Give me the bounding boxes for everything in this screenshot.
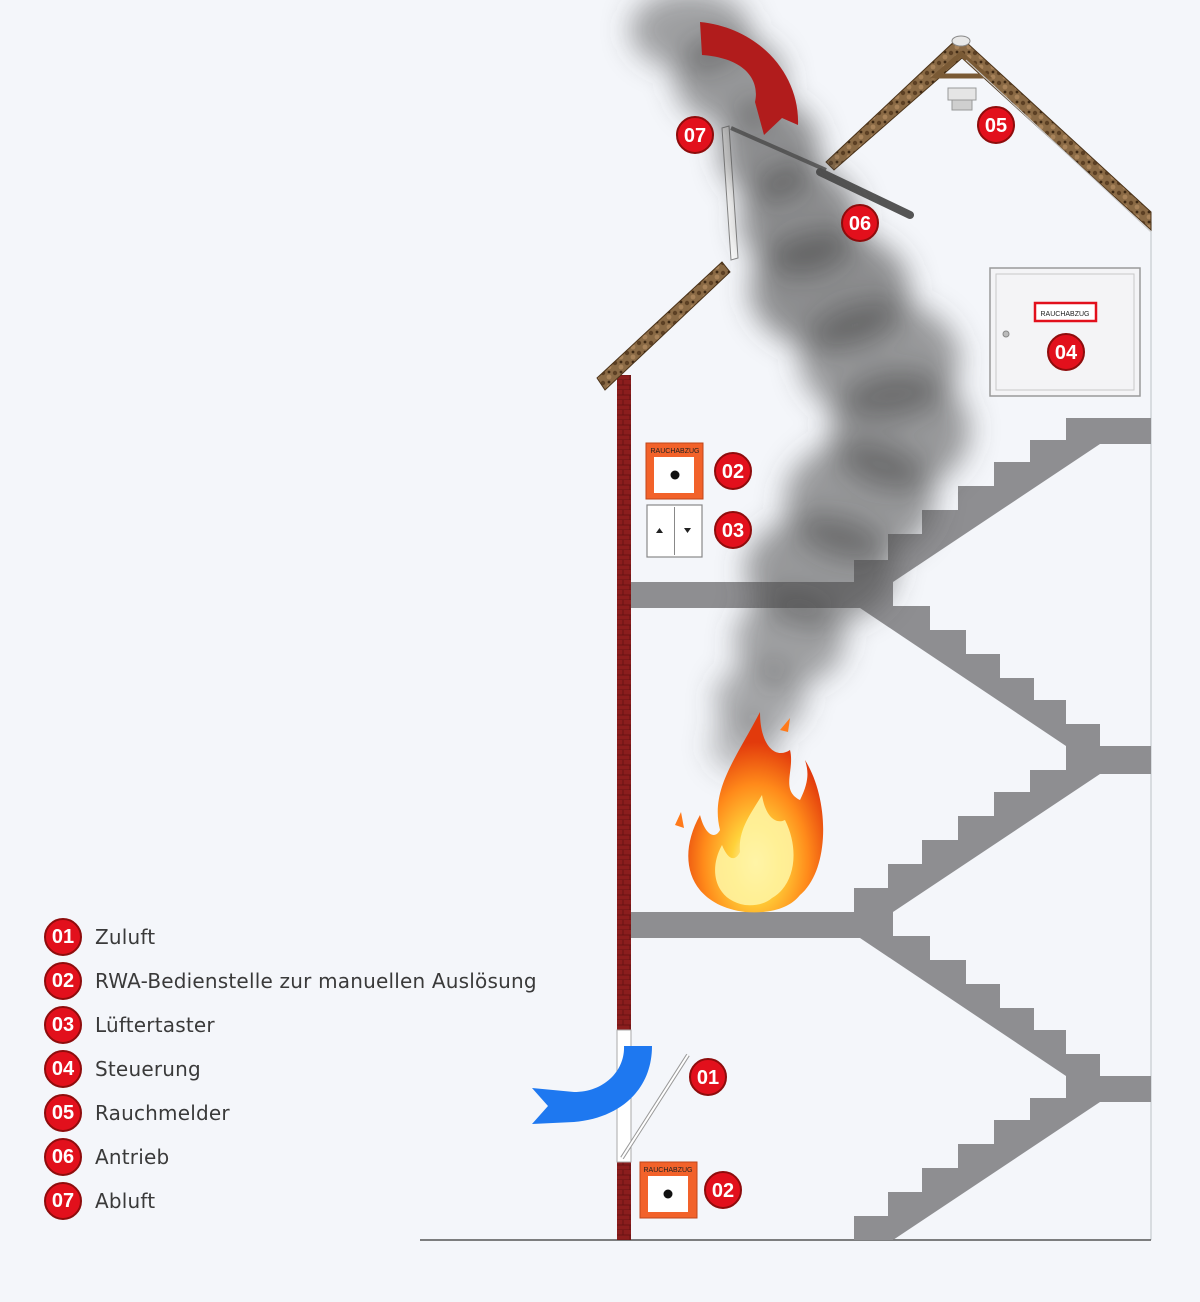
arrow-down-icon (684, 528, 691, 533)
stair-flight-5 (854, 1076, 1100, 1240)
callout-05: 05 (977, 106, 1015, 144)
svg-text:02: 02 (712, 1180, 734, 1202)
legend-badge: 03 (44, 1006, 82, 1044)
legend-item-lueftertaster: 03 Lüftertaster (44, 1006, 537, 1044)
arrow-up-icon (656, 528, 663, 533)
exhaust-air-arrow (700, 22, 799, 135)
stair-flight-3 (854, 746, 1100, 912)
legend-item-zuluft: 01 Zuluft (44, 918, 537, 956)
legend-label: Zuluft (95, 925, 156, 949)
callout-04: 04 (1047, 333, 1085, 371)
legend-badge: 02 (44, 962, 82, 1000)
legend: 01 Zuluft 02 RWA-Bedienstelle zur manuel… (44, 918, 537, 1226)
svg-text:04: 04 (1055, 342, 1078, 364)
legend-label: RWA-Bedienstelle zur manuellen Auslösung (95, 969, 537, 993)
legend-badge: 04 (44, 1050, 82, 1088)
call-point-bottom-label: RAUCHABZUG (643, 1167, 692, 1174)
stair-flight-4 (860, 936, 1100, 1076)
callout-01: 01 (689, 1058, 727, 1096)
svg-text:02: 02 (722, 461, 744, 483)
svg-text:01: 01 (697, 1067, 719, 1089)
callout-02-top: 02 (714, 452, 752, 490)
callout-03: 03 (714, 511, 752, 549)
legend-label: Rauchmelder (95, 1101, 230, 1125)
stair-flight-1 (854, 418, 1100, 582)
callout-07: 07 (676, 116, 714, 154)
fire (675, 712, 824, 913)
brick-wall-upper (617, 375, 631, 1030)
legend-label: Steuerung (95, 1057, 201, 1081)
legend-item-steuerung: 04 Steuerung (44, 1050, 537, 1088)
legend-badge: 01 (44, 918, 82, 956)
control-cabinet: RAUCHABZUG (989, 267, 1141, 397)
legend-badge: 06 (44, 1138, 82, 1176)
roof (596, 35, 1152, 391)
legend-badge: 07 (44, 1182, 82, 1220)
legend-label: Abluft (95, 1189, 156, 1213)
stair-flight-2 (860, 582, 1100, 746)
call-point-top-label: RAUCHABZUG (650, 448, 699, 455)
legend-item-antrieb: 06 Antrieb (44, 1138, 537, 1176)
legend-badge: 05 (44, 1094, 82, 1132)
supply-air-window (620, 1053, 690, 1160)
floor-slab-2 (631, 912, 893, 938)
callout-02-bottom: 02 (704, 1171, 742, 1209)
legend-item-abluft: 07 Abluft (44, 1182, 537, 1220)
svg-text:07: 07 (684, 125, 706, 147)
manual-call-point-bottom: RAUCHABZUG (639, 1161, 698, 1219)
smoke-plume (630, 0, 970, 773)
legend-item-rwa-bedienstelle: 02 RWA-Bedienstelle zur manuellen Auslös… (44, 962, 537, 1000)
legend-label: Antrieb (95, 1145, 170, 1169)
svg-text:05: 05 (985, 115, 1007, 137)
callout-06: 06 (841, 204, 879, 242)
svg-text:06: 06 (849, 213, 871, 235)
cabinet-label: RAUCHABZUG (1040, 311, 1089, 318)
svg-text:03: 03 (722, 520, 744, 542)
supply-air-arrow (532, 1046, 652, 1124)
brick-wall-lower (617, 1162, 631, 1240)
legend-label: Lüftertaster (95, 1013, 215, 1037)
manual-call-point-top: RAUCHABZUG (645, 442, 704, 500)
ventilator-button (646, 504, 703, 558)
smoke-detector (947, 87, 977, 111)
stairs (631, 418, 1151, 1240)
legend-item-rauchmelder: 05 Rauchmelder (44, 1094, 537, 1132)
